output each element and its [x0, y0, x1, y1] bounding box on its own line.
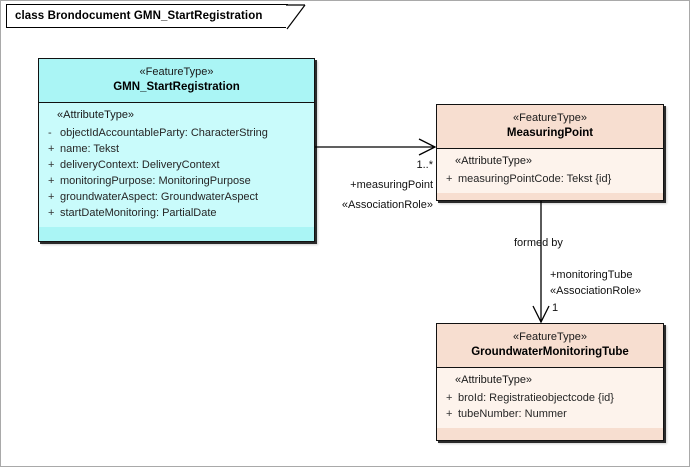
attribute-visibility: - [48, 127, 52, 139]
attribute-visibility: + [48, 207, 55, 219]
attribute-visibility: + [446, 173, 453, 185]
class-name: GroundwaterMonitoringTube [471, 346, 629, 358]
association-stereotype: «AssociationRole» [550, 285, 642, 297]
compartment-stereotype: «AttributeType» [57, 109, 135, 121]
class-name: GMN_StartRegistration [113, 81, 240, 93]
attribute-visibility: + [48, 175, 55, 187]
attribute-visibility: + [446, 392, 453, 404]
attribute-visibility: + [48, 143, 55, 155]
attribute-visibility: + [446, 408, 453, 420]
class-header-measuringpoint: «FeatureType» MeasuringPoint [437, 105, 663, 149]
association-gmn-to-measuringpoint [315, 138, 437, 156]
class-box-groundwatermonitoringtube[interactable]: «FeatureType» GroundwaterMonitoringTube … [436, 323, 664, 441]
attributes-compartment-measuringpoint: «AttributeType» + measuringPointCode: Te… [437, 149, 663, 193]
frame-tab-corner-icon [286, 4, 306, 30]
attribute-text: groundwaterAspect: GroundwaterAspect [60, 191, 259, 203]
class-stereotype: «FeatureType» [139, 66, 214, 78]
association-measuringpoint-to-tube [532, 201, 550, 324]
attribute-row: + groundwaterAspect: GroundwaterAspect [43, 189, 310, 205]
frame-tab-body: class Brondocument GMN_StartRegistration [6, 4, 306, 30]
class-name: MeasuringPoint [506, 127, 594, 139]
attribute-row: + deliveryContext: DeliveryContext [43, 157, 310, 173]
attribute-row: + tubeNumber: Nummer [441, 406, 659, 422]
class-header-gmn-startregistration: «FeatureType» GMN_StartRegistration [39, 59, 314, 103]
association-multiplicity-tube: 1 [552, 302, 559, 314]
attribute-text: monitoringPurpose: MonitoringPurpose [60, 175, 251, 187]
attributes-compartment-gmn-startregistration: «AttributeType» - objectIdAccountablePar… [39, 103, 314, 227]
association-role-monitoringtube: +monitoringTube [550, 269, 633, 281]
class-box-gmn-startregistration[interactable]: «FeatureType» GMN_StartRegistration «Att… [38, 58, 315, 242]
association-role-measuringpoint: +measuringPoint [350, 179, 433, 191]
attribute-visibility: + [48, 191, 55, 203]
association-stereotype: «AssociationRole» [341, 199, 433, 211]
class-header-groundwatermonitoringtube: «FeatureType» GroundwaterMonitoringTube [437, 324, 663, 368]
attribute-visibility: + [48, 159, 55, 171]
attribute-text: startDateMonitoring: PartialDate [60, 207, 217, 219]
attribute-text: tubeNumber: Nummer [458, 408, 567, 420]
attribute-text: measuringPointCode: Tekst {id} [458, 173, 612, 185]
attribute-row: + name: Tekst [43, 141, 310, 157]
attributes-compartment-groundwatermonitoringtube: «AttributeType» + broId: Registratieobje… [437, 368, 663, 428]
frame-title: class Brondocument GMN_StartRegistration [15, 10, 263, 22]
class-box-measuringpoint[interactable]: «FeatureType» MeasuringPoint «AttributeT… [436, 104, 664, 201]
diagram-frame-tab: class Brondocument GMN_StartRegistration [6, 4, 306, 30]
association-name-formed-by: formed by [514, 237, 563, 249]
attribute-row: - objectIdAccountableParty: CharacterStr… [43, 125, 310, 141]
attribute-text: deliveryContext: DeliveryContext [60, 159, 220, 171]
class-stereotype: «FeatureType» [513, 331, 587, 343]
compartment-stereotype: «AttributeType» [455, 374, 533, 386]
attribute-row: + measuringPointCode: Tekst {id} [441, 171, 659, 187]
attribute-row: + monitoringPurpose: MonitoringPurpose [43, 173, 310, 189]
attribute-text: name: Tekst [60, 143, 120, 155]
attribute-text: broId: Registratieobjectcode {id} [458, 392, 614, 404]
compartment-stereotype: «AttributeType» [455, 155, 533, 167]
association-multiplicity-target: 1..* [416, 159, 433, 171]
class-stereotype: «FeatureType» [513, 112, 587, 124]
attribute-text: objectIdAccountableParty: CharacterStrin… [60, 127, 268, 139]
attribute-row: + broId: Registratieobjectcode {id} [441, 390, 659, 406]
attribute-row: + startDateMonitoring: PartialDate [43, 205, 310, 221]
